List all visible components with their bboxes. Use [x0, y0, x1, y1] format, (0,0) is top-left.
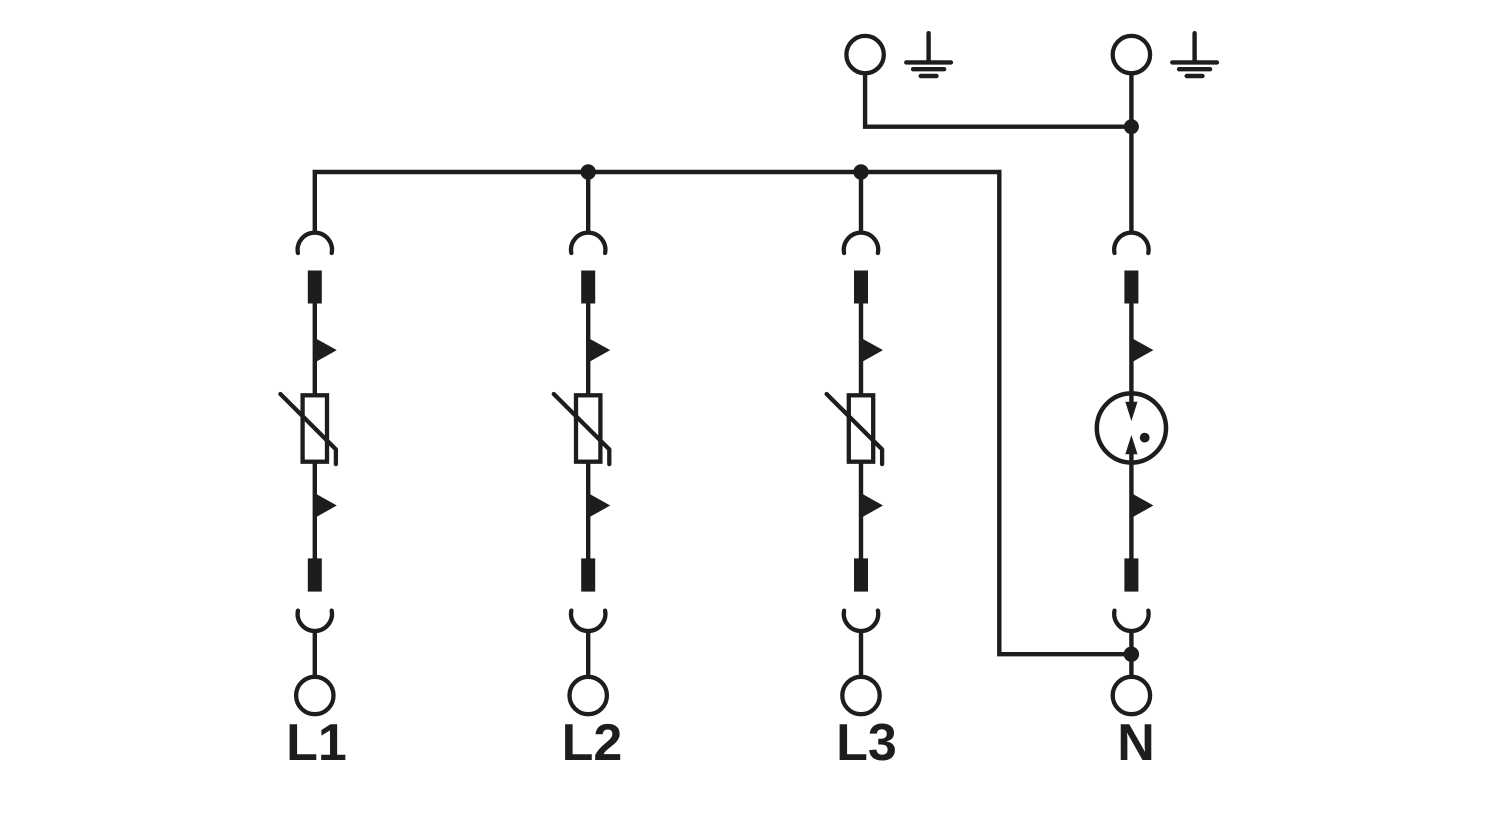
plug-connector-bottom-icon [1112, 608, 1151, 634]
surge-path-l1: L1 [278, 230, 347, 772]
plug-connector-bottom-icon [841, 608, 881, 634]
varistor-body [300, 393, 330, 464]
contact-blade-top [581, 270, 596, 304]
disconnect-arrow-icon [589, 338, 611, 362]
disconnect-arrow-icon [862, 494, 883, 517]
junction-dot [580, 164, 596, 180]
contact-blade-bottom [307, 558, 322, 592]
terminal-n [1110, 674, 1153, 717]
terminal-label-l3: L3 [836, 714, 897, 772]
phase-bus-wire [312, 169, 1132, 657]
plug-connector-top-icon [568, 230, 608, 256]
contact-blade-top [307, 270, 322, 304]
terminal-label-n: N [1117, 714, 1155, 772]
plug-connector-top-icon [295, 230, 335, 256]
plug-connector-top-icon [1112, 230, 1151, 256]
phase-bus [312, 164, 1140, 662]
plug-connector-top-icon [841, 230, 881, 256]
varistor-stroke [551, 391, 612, 467]
terminal-label-l2: L2 [562, 714, 623, 772]
earth-terminal-right [1110, 33, 1153, 76]
earth-ground-icon [904, 31, 954, 79]
contact-blade-top [854, 270, 868, 304]
terminal-l2 [567, 674, 610, 717]
contact-blade-bottom [1124, 558, 1139, 592]
plug-connector-bottom-icon [568, 608, 608, 634]
earth-terminal-left [844, 33, 886, 76]
terminal-l3 [840, 674, 882, 717]
spark-gap-arrow-up-icon [1125, 435, 1138, 455]
terminal-l1 [293, 674, 336, 717]
contact-blade-bottom [581, 558, 596, 592]
varistor-stroke [278, 391, 339, 467]
disconnect-arrow-icon [316, 338, 337, 362]
disconnect-arrow-icon [1132, 494, 1154, 517]
plug-connector-bottom-icon [295, 608, 335, 634]
terminal-label-l1: L1 [286, 714, 347, 772]
disconnect-arrow-icon [589, 494, 611, 517]
disconnect-arrow-icon [316, 494, 337, 517]
junction-dot [853, 164, 869, 180]
disconnect-arrow-icon [862, 338, 883, 362]
earth-wire-left [862, 73, 1132, 129]
varistor-stroke [824, 391, 885, 467]
earth-section [844, 31, 1220, 234]
surge-path-n: N [1094, 230, 1169, 772]
contact-blade-bottom [854, 558, 868, 592]
gas-filled-dot-icon [1139, 432, 1150, 443]
surge-path-l3: L3 [824, 230, 897, 772]
spark-gap-arrow-down-icon [1125, 401, 1138, 421]
junction-dot [1123, 119, 1139, 135]
surge-path-l2: L2 [551, 230, 623, 772]
disconnect-arrow-icon [1132, 338, 1154, 362]
contact-blade-top [1124, 270, 1139, 304]
earth-ground-icon [1170, 31, 1220, 79]
